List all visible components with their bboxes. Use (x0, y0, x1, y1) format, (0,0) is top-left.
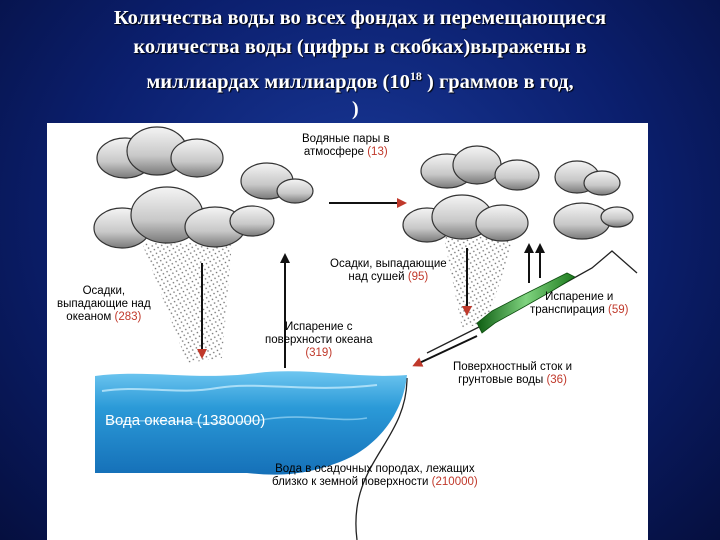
diagram-graphics (93, 126, 638, 540)
runoff-label-line2: грунтовые воды (36) (453, 374, 572, 387)
title-tail: ) (352, 98, 359, 120)
ocean-precip-label-line3: океаном (283) (57, 311, 151, 324)
transpiration-label: Испарение и транспирация (59) (530, 291, 629, 317)
vapor-label-line2: атмосфере (13) (302, 146, 390, 159)
ocean-evap-label-line2: поверхности океана (265, 334, 373, 346)
land-precip-label-line2: над сушей (95) (330, 271, 447, 284)
transpiration-label-line1: Испарение и (545, 291, 614, 303)
ocean-precip-label-line1: Осадки, (82, 285, 126, 297)
title-exponent: 18 (409, 69, 422, 83)
vapor-value: (13) (367, 146, 388, 158)
runoff-label-line1: Поверхностный сток и (453, 361, 572, 373)
sediment-value: (210000) (431, 476, 478, 488)
ocean-evap-label-line1: Испарение с (284, 321, 353, 333)
transpiration-label-text: транспирация (530, 304, 605, 316)
sediment-label-text: близко к земной поверхности (272, 476, 429, 488)
land-precip-label-text: над сушей (348, 271, 405, 283)
runoff-value: (36) (546, 374, 567, 386)
ocean-evap-label: Испарение с поверхности океана (319) (265, 321, 373, 360)
sediment-label-line1: Вода в осадочных породах, лежащих (275, 463, 475, 475)
ocean-evap-value: (319) (305, 347, 333, 359)
title-line-3: миллиардах миллиардов (1018 ) граммов в … (0, 62, 720, 97)
land-rain (442, 228, 517, 328)
ocean-label: Вода океана (1380000) (105, 412, 266, 429)
runoff-label-text: грунтовые воды (458, 374, 544, 386)
ocean-wave (101, 384, 378, 392)
land-precip-label: Осадки, выпадающие над сушей (95) (330, 258, 447, 284)
vegetation-strip (476, 272, 576, 334)
transpiration-label-line2: транспирация (59) (530, 304, 629, 317)
title-line-3-post: ) граммов в год, (421, 70, 574, 93)
vapor-label-text: атмосфере (303, 146, 365, 158)
left-cloud (93, 126, 314, 249)
title-line-1: Количества воды во всех фондах и перемещ… (113, 7, 607, 29)
runoff-label: Поверхностный сток и грунтовые воды (36) (453, 361, 572, 387)
ocean-water (95, 371, 407, 475)
transpiration-value: (59) (608, 304, 629, 316)
ocean-wave-2 (106, 416, 368, 424)
ocean-rain (142, 243, 232, 363)
land-precip-value: (95) (407, 271, 429, 283)
ocean-precip-label: Осадки, выпадающие над океаном (283) (57, 285, 151, 324)
right-cloud (402, 145, 634, 243)
ocean-precip-label-text: океаном (66, 311, 112, 323)
sediment-label-line2: близко к земной поверхности (210000) (272, 476, 478, 489)
ocean-precip-label-line2: выпадающие над (57, 298, 151, 310)
water-cycle-diagram: Водяные пары в атмосфере (13) Осадки, вы… (47, 123, 648, 540)
title-line-2: количества воды (цифры в скобках)выражен… (133, 36, 587, 58)
land-precip-label-line1: Осадки, выпадающие (330, 258, 447, 270)
title-line-3-pre: миллиардах миллиардов (10 (146, 70, 410, 93)
sediment-label: Вода в осадочных породах, лежащих близко… (272, 463, 478, 489)
vapor-label-line1: Водяные пары в (302, 133, 390, 145)
ocean-precip-value: (283) (114, 311, 142, 323)
runoff-arrow (412, 335, 478, 367)
slide-title: Количества воды во всех фондах и перемещ… (0, 4, 720, 97)
vapor-label: Водяные пары в атмосфере (13) (302, 133, 390, 159)
